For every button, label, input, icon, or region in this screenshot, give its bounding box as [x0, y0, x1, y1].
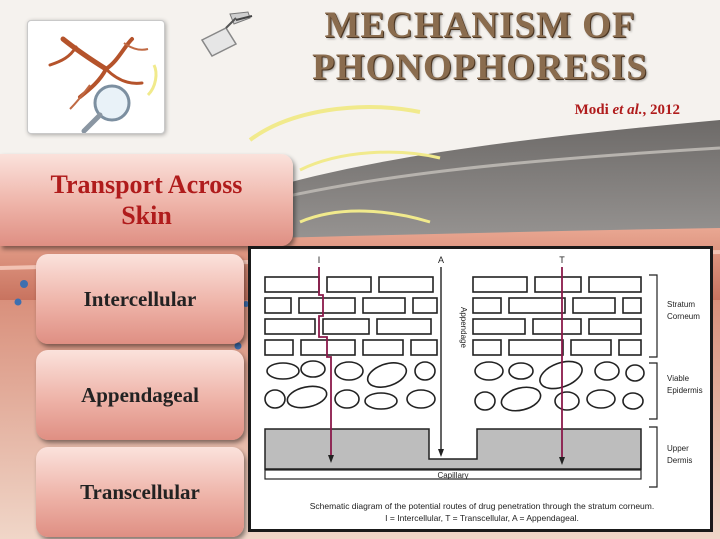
capillary: [264, 469, 642, 480]
diagram-caption-line-2: I = Intercellular, T = Transcellular, A …: [385, 513, 579, 523]
intercellular-route-path: [318, 267, 332, 459]
appendage-label: Appendage: [459, 307, 468, 348]
route-box-transcellular: Transcellular: [36, 447, 244, 537]
diagram-caption-line-1: Schematic diagram of the potential route…: [309, 501, 655, 511]
main-box-line-1: Transport Across: [50, 170, 243, 199]
diagram-caption: Schematic diagram of the potential route…: [257, 500, 707, 524]
root-magnifier-icon: [48, 36, 158, 134]
layer-label-epidermis: Epidermis: [667, 386, 703, 395]
upper-dermis: [264, 428, 642, 470]
ultrasound-probe-icon: [200, 11, 253, 57]
citation-author: Modi: [574, 102, 613, 118]
layer-label-viable: Viable: [667, 374, 690, 383]
thumbnail-illustration: [27, 20, 165, 134]
transcellular-route-arrowhead: [559, 457, 565, 465]
route-box-appendageal: Appendageal: [36, 350, 244, 440]
intercellular-route-arrowhead: [328, 455, 334, 463]
transport-across-skin-box: Transport Across Skin: [0, 154, 293, 246]
appendageal-route-arrowhead: [438, 449, 444, 457]
main-box-line-2: Skin: [121, 201, 172, 230]
citation: Modi et al., 2012: [520, 102, 680, 119]
layer-brackets: [649, 274, 658, 488]
title-line-2: PHONOPHORESIS: [312, 47, 648, 88]
layer-label-upper: Upper: [667, 444, 689, 453]
route-box-intercellular: Intercellular: [36, 254, 244, 344]
route-letter-a: A: [438, 255, 444, 265]
diagram-drawing: Capillary I A T Appendage Stratum Corneu…: [264, 255, 703, 488]
capillary-label: Capillary: [437, 471, 468, 480]
title-line-1: MECHANISM OF: [324, 5, 636, 46]
route-letter-t: T: [559, 255, 565, 265]
layer-label-stratum: Stratum: [667, 300, 695, 309]
stratum-corneum-diagram: Capillary I A T Appendage Stratum Corneu…: [248, 246, 713, 532]
epidermis-cells: [264, 360, 645, 412]
layer-label-dermis: Dermis: [667, 456, 692, 465]
citation-year: , 2012: [642, 102, 681, 118]
citation-etal: et al.: [612, 102, 643, 118]
route-letter-i: I: [318, 255, 321, 265]
layer-label-corneum: Corneum: [667, 312, 700, 321]
corneocyte-bricks: [264, 276, 642, 356]
